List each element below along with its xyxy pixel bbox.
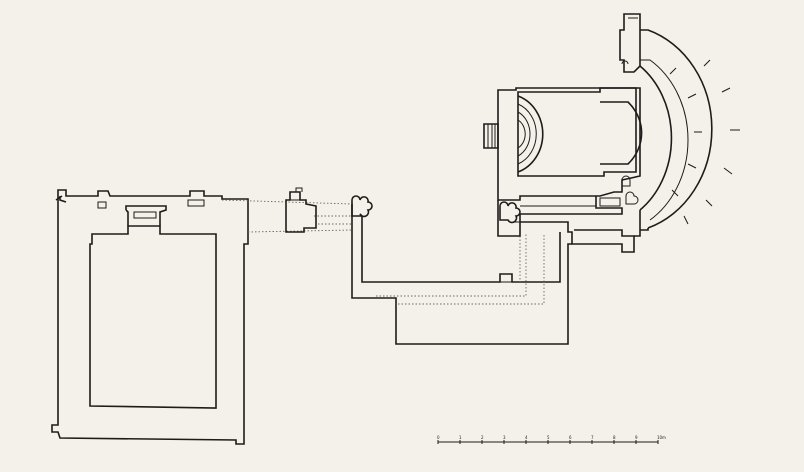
courtyard-entrance-detail <box>97 199 205 219</box>
church-seating-ring-1 <box>517 95 544 173</box>
ambulatory-inner-wall <box>639 65 673 211</box>
church-seating-ring-2 <box>517 103 537 165</box>
corridor <box>351 204 572 345</box>
scale-bar-label: 7 <box>591 435 594 440</box>
ambulatory-outer-wall <box>640 29 713 229</box>
ambulatory-south-tower <box>634 210 649 237</box>
church-seating-ring-4 <box>517 119 526 149</box>
clover-pier-right <box>499 201 521 224</box>
middle-pavilion <box>285 191 317 233</box>
courtyard-entrance-block <box>125 205 167 226</box>
ambulatory-north-tower <box>619 13 641 73</box>
scale-bar-label: 1 <box>459 435 462 440</box>
courtyard-building <box>51 189 249 445</box>
church-stair-steps <box>487 124 496 148</box>
church-building <box>483 87 643 253</box>
semicircular-ambulatory <box>619 13 740 237</box>
courtyard-inner-court <box>89 225 217 409</box>
corridor-inner <box>361 216 561 283</box>
scale-bar-label: 4 <box>525 435 528 440</box>
scale-bar-label: 5 <box>547 435 550 440</box>
scale-bar-label: 0 <box>437 435 440 440</box>
church-nave <box>517 87 637 177</box>
ambulatory-mid-wall <box>640 59 689 221</box>
ambulatory-north-tower-detail <box>621 17 638 65</box>
ambulatory-buttresses <box>669 59 740 225</box>
scale-bar-label: 10 <box>657 435 663 440</box>
scale-bar-label: 9 <box>635 435 638 440</box>
church-stair <box>483 123 499 149</box>
church-seating-ring-3 <box>517 111 531 157</box>
scale-bar-label: 8 <box>613 435 616 440</box>
scale-bar-label: 3 <box>503 435 506 440</box>
courtyard-corner-pier <box>55 195 67 203</box>
scale-bar-unit: m <box>662 435 666 440</box>
clover-pier-left <box>351 195 373 218</box>
middle-pavilion-detail <box>290 187 303 201</box>
courtyard-outer-wall <box>51 189 249 445</box>
corridor-dotted-inner <box>376 234 545 305</box>
church-inner-joint <box>621 175 639 205</box>
connecting-arcade <box>221 187 373 233</box>
corridor-small-room <box>499 273 513 283</box>
church-lower-wing <box>497 196 623 237</box>
church-inner-apse <box>600 101 643 165</box>
scale-bar-label: 2 <box>481 435 484 440</box>
corridor-outer <box>351 204 572 345</box>
church-annex <box>520 221 635 253</box>
scale-bar-label: 6 <box>569 435 572 440</box>
